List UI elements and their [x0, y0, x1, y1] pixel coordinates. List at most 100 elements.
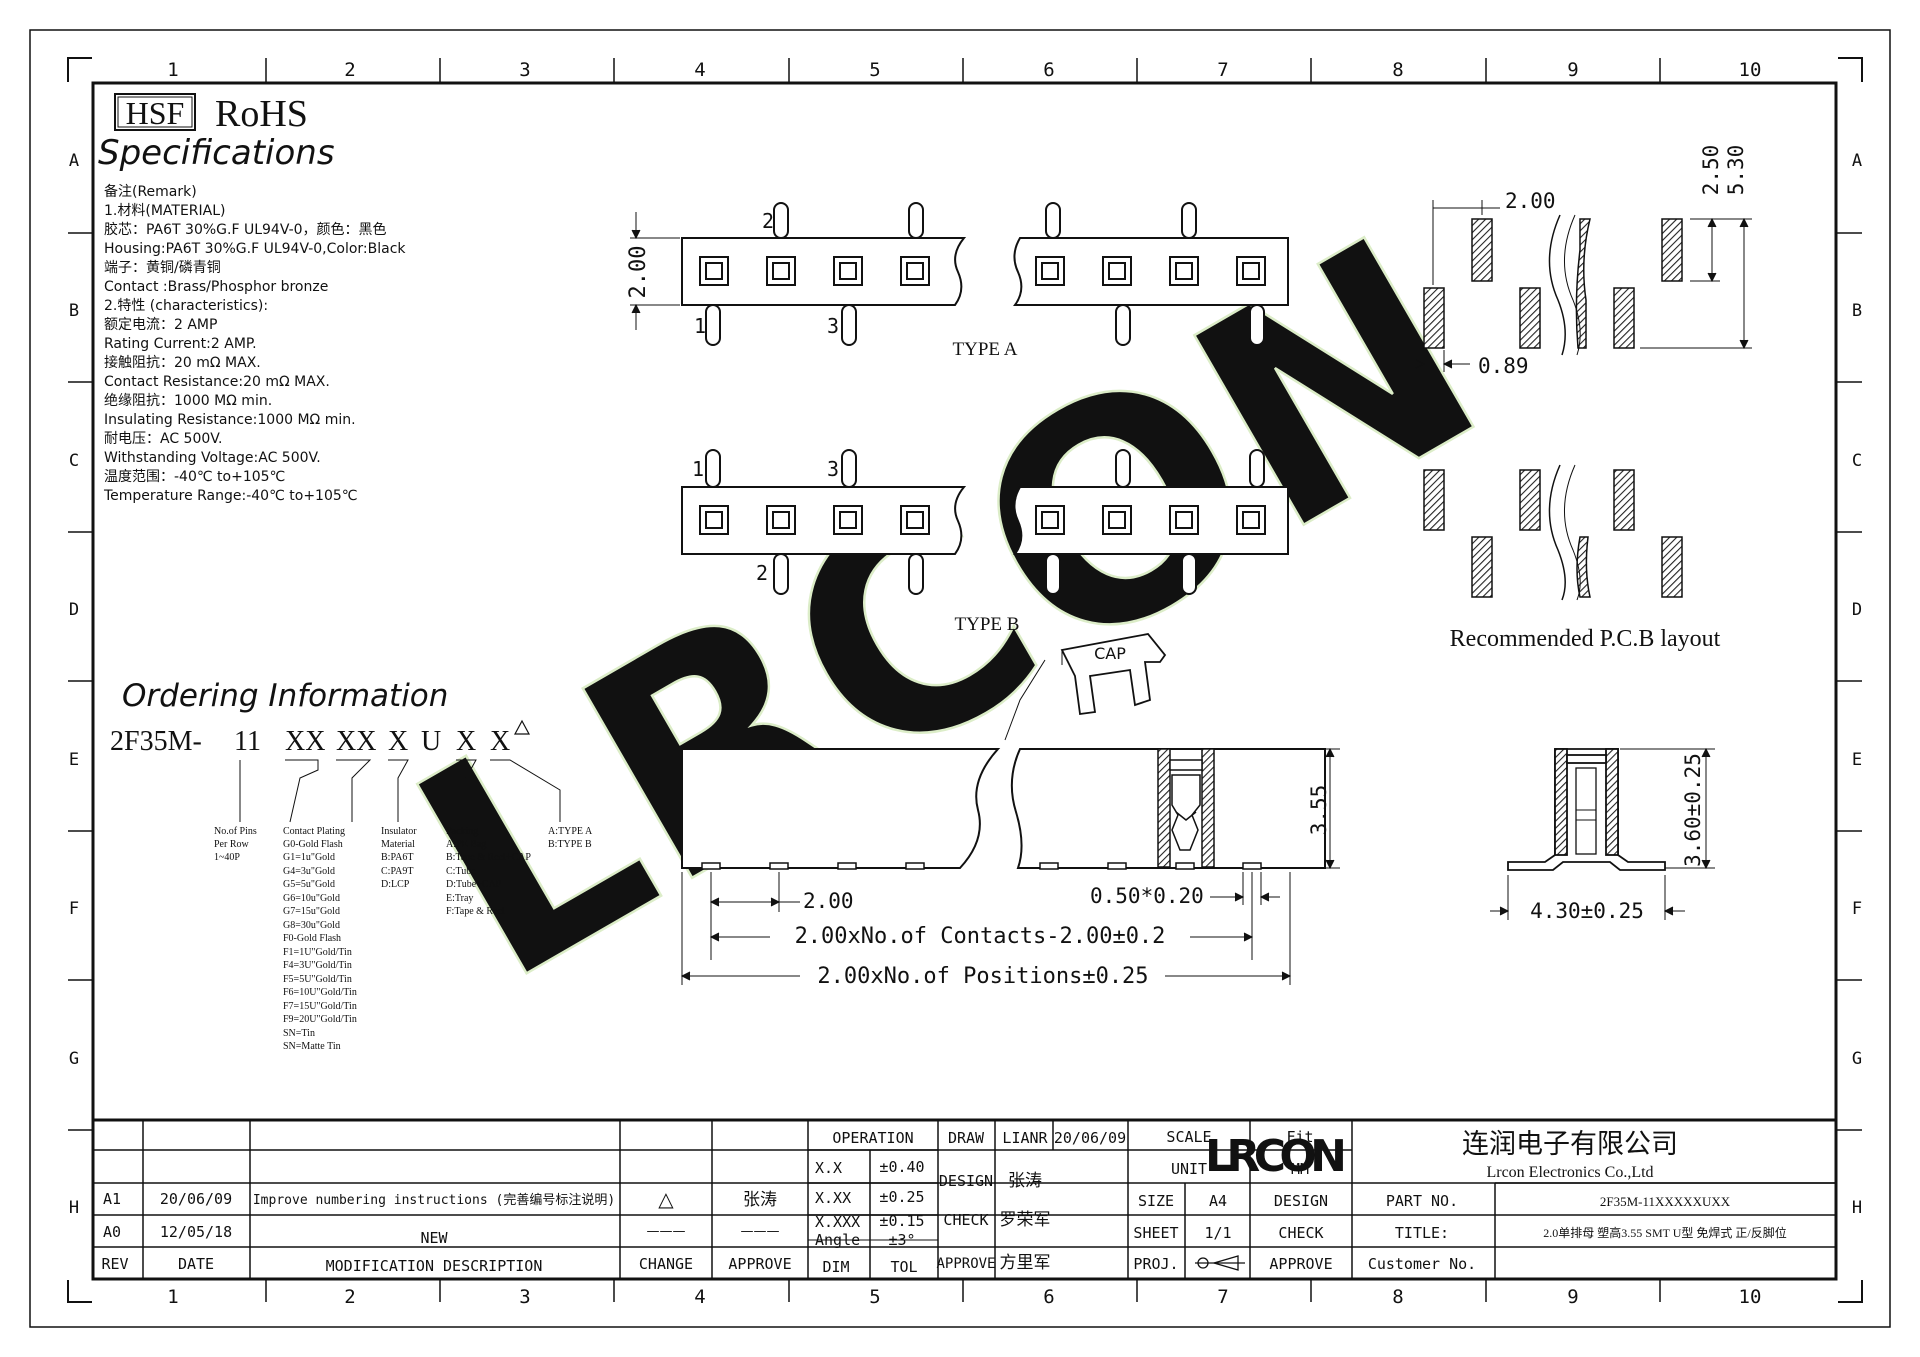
- proj-label: PROJ.: [1133, 1255, 1178, 1273]
- contact-cavities: [699, 256, 1266, 286]
- zone-col: 10: [1739, 1286, 1762, 1308]
- code-part: X: [388, 726, 408, 757]
- legend-line: F9=20U"Gold/Tin: [283, 1014, 357, 1025]
- date-header: DATE: [178, 1255, 214, 1273]
- zone-col: 2: [344, 1286, 355, 1308]
- pin-label: 2: [756, 561, 768, 585]
- legend-line: B:PA6T: [381, 852, 413, 863]
- legend-line: F6=10U"Gold/Tin: [283, 987, 357, 998]
- cap-leader: [1004, 659, 1046, 741]
- type-a-pitch: 2.00: [626, 246, 651, 299]
- corner-marks: [67, 57, 1863, 1303]
- sheet-value: 1/1: [1204, 1224, 1231, 1242]
- zone-col: 5: [869, 1286, 880, 1308]
- legend-line: F5=5U"Gold/Tin: [283, 974, 352, 985]
- zone-row: A: [69, 151, 79, 171]
- pins-down: [705, 304, 1265, 346]
- zone-col: 8: [1392, 59, 1403, 81]
- pin-label: 1: [694, 314, 706, 338]
- revision-table: A1 20/06/09 Improve numbering instructio…: [101, 1187, 791, 1275]
- spec-line: Temperature Range:-40℃ to+105℃: [103, 488, 358, 504]
- rev-id: A0: [103, 1223, 121, 1241]
- legend-line: G8=30u"Gold: [283, 920, 340, 931]
- design-who: 张涛: [1008, 1171, 1042, 1191]
- legend-type: A:TYPE A B:TYPE B: [548, 826, 593, 850]
- tol-dim: X.X: [815, 1159, 842, 1177]
- zone-row: B: [69, 301, 79, 321]
- ordering-leaders: [239, 759, 561, 823]
- spec-line: Contact Resistance:20 mΩ MAX.: [104, 374, 330, 390]
- zone-labels-bottom: 1 2 3 4 5 6 7 8 9 10: [167, 1286, 1761, 1308]
- tol-value: ±0.40: [879, 1158, 924, 1176]
- title-label: TITLE:: [1395, 1224, 1449, 1242]
- pcb-layout-b: [1423, 464, 1683, 601]
- customer-label: Customer No.: [1368, 1255, 1476, 1273]
- side-contacts-length: 2.00xNo.of Contacts-2.00±0.2: [795, 924, 1166, 949]
- legend-line: SN=Matte Tin: [283, 1041, 341, 1052]
- code-part: XX: [285, 726, 325, 757]
- zone-col: 5: [869, 59, 880, 81]
- company-name-cn: 连润电子有限公司: [1462, 1129, 1678, 1160]
- zone-col: 8: [1392, 1286, 1403, 1308]
- spec-line: 绝缘阻抗：1000 MΩ min.: [104, 393, 272, 409]
- legend-line: D:Tube+CAP: [446, 879, 502, 890]
- legend-line: G0-Gold Flash: [283, 839, 343, 850]
- zone-row: A: [1852, 151, 1862, 171]
- zone-ticks: [68, 58, 1862, 1302]
- pcb-layout-a: [1423, 214, 1683, 356]
- spec-line: Contact :Brass/Phosphor bronze: [104, 279, 328, 295]
- side-height: 3.55: [1307, 785, 1331, 836]
- tol-label: TOL: [890, 1258, 917, 1276]
- rev-date: 20/06/09: [160, 1190, 232, 1208]
- spec-line: Withstanding Voltage:AC 500V.: [104, 450, 321, 466]
- desc-header: MODIFICATION DESCRIPTION: [326, 1257, 543, 1275]
- spec-line: 接触阻抗：20 mΩ MAX.: [104, 354, 261, 371]
- specs-title: Specifications: [98, 133, 335, 173]
- spec-line: 胶芯：PA6T 30%G.F UL94V-0，颜色：黑色: [104, 221, 387, 238]
- draw-date: 20/06/09: [1054, 1129, 1126, 1147]
- change-header: CHANGE: [639, 1255, 693, 1273]
- approve-box-label: APPROVE: [1269, 1255, 1332, 1273]
- legend-line: F1=1U"Gold/Tin: [283, 947, 352, 958]
- spec-line: 温度范围：-40℃ to+105℃: [104, 468, 285, 485]
- end-view: [1507, 748, 1666, 871]
- legend-line: B:Tape & Reel+CAP: [446, 852, 531, 863]
- legend-line: G5=5u"Gold: [283, 879, 335, 890]
- legend-line: Packing: [446, 826, 478, 837]
- draw-who: LIANR: [1002, 1129, 1048, 1147]
- pins-down: [773, 553, 1197, 595]
- rohs-logo: RoHS: [215, 93, 308, 135]
- rev-approve: ———: [741, 1224, 780, 1239]
- title-block-grid: [93, 1118, 1836, 1279]
- legend-line: G4=3u"Gold: [283, 866, 335, 877]
- pin-label: 3: [827, 457, 839, 481]
- zone-col: 7: [1217, 59, 1228, 81]
- zone-col: 3: [519, 59, 530, 81]
- zone-row: D: [1852, 600, 1862, 620]
- side-pin-size: 0.50*0.20: [1090, 884, 1204, 908]
- side-pitch: 2.00: [803, 889, 854, 913]
- legend-line: G6=10u"Gold: [283, 893, 340, 904]
- legend-plating: Contact Plating G0-Gold Flash G1=1u"Gold…: [283, 826, 357, 1052]
- design-label: DESIGN: [939, 1172, 993, 1190]
- company-name-en: Lrcon Electronics Co.,Ltd: [1486, 1164, 1653, 1181]
- legend-line: A:PE Bag: [446, 839, 486, 850]
- hsf-logo: HSF: [126, 95, 185, 131]
- ordering-legend: No.of Pins Per Row 1~40P Contact Plating…: [214, 826, 593, 1052]
- zone-row: C: [69, 451, 79, 471]
- zone-col: 3: [519, 1286, 530, 1308]
- rev-date: 12/05/18: [160, 1223, 232, 1241]
- rev-change: △: [658, 1187, 674, 1211]
- legend-pins: No.of Pins Per Row 1~40P: [214, 826, 257, 863]
- zone-col: 1: [167, 59, 178, 81]
- legend-line: Material: [381, 839, 415, 850]
- spec-line: 端子：黄铜/磷青铜: [104, 259, 221, 276]
- legend-line: 1~40P: [214, 852, 240, 863]
- legend-line: Insulator: [381, 826, 417, 837]
- side-positions-length: 2.00xNo.of Positions±0.25: [817, 964, 1148, 989]
- legend-line: SN=Tin: [283, 1028, 315, 1039]
- legend-line: F0-Gold Flash: [283, 933, 341, 944]
- unit-label: UNIT: [1171, 1160, 1207, 1178]
- sheet-info: SCALE Fit UNIT MM SIZE A4 DESIGN SHEET 1…: [1133, 1128, 1332, 1273]
